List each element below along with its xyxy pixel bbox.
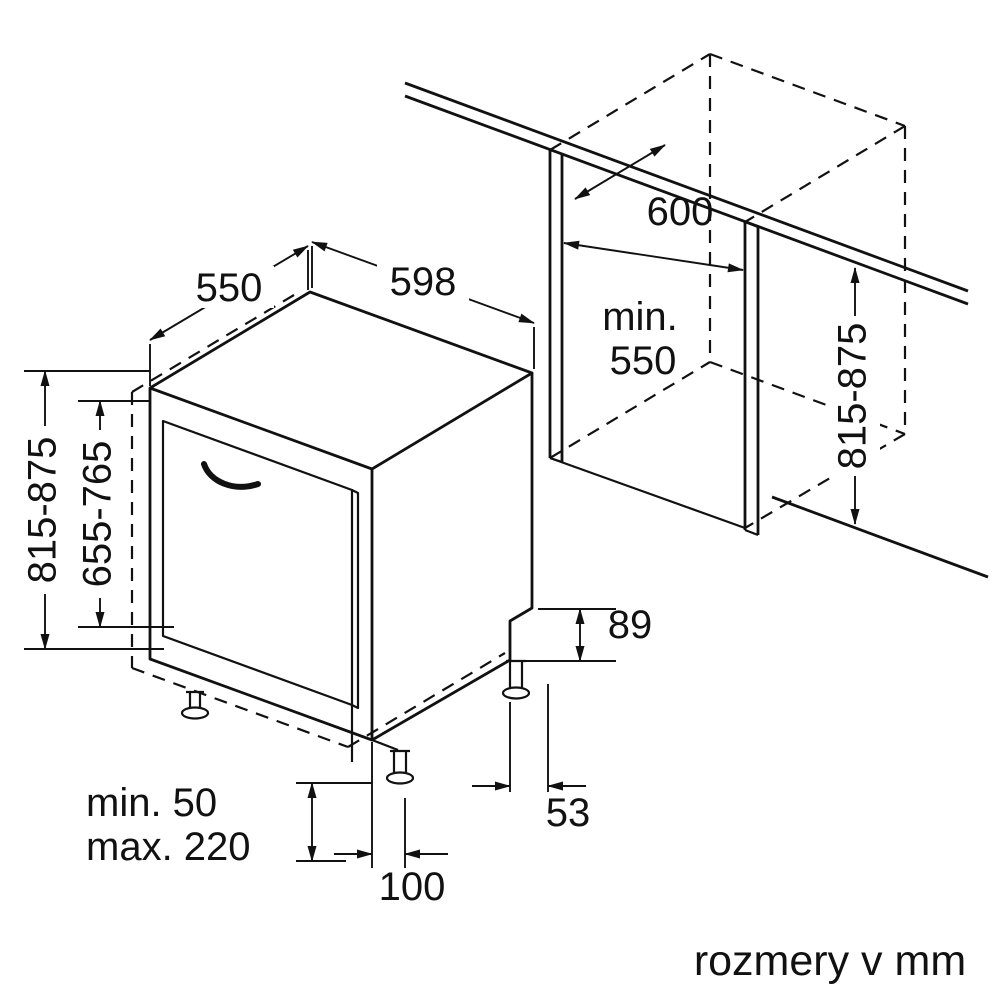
niche-cavity-dashed (549, 52, 907, 529)
dim-niche-width: 600 (563, 190, 744, 273)
dim-front-foot-offset: 100 (334, 742, 448, 909)
adjustable-foot-front-right (385, 749, 415, 785)
dim-label-niche-height: 815-875 (831, 323, 875, 470)
dim-label-niche-width: 600 (647, 190, 714, 234)
dim-plinth-range: min. 50 max. 220 (86, 781, 372, 869)
dim-label-plinth-max: max. 220 (86, 825, 251, 869)
dim-label-front-foot-offset: 100 (379, 865, 446, 909)
dim-niche-depth: min. 550 (574, 144, 678, 383)
adjustable-foot-front-left (180, 690, 210, 720)
floor-line (771, 495, 989, 579)
dim-rear-foot-offset: 53 (472, 684, 590, 835)
dim-label-left-height-outer: 815-875 (21, 437, 65, 584)
dim-label-niche-depth-value: 550 (610, 339, 677, 383)
dim-left-height-door: 655-765 (76, 400, 174, 628)
dim-top-width: 598 (311, 241, 535, 369)
furniture-door-panel (161, 419, 399, 762)
worktop-edge-lines (404, 81, 969, 306)
dim-label-rear-foot-offset: 53 (546, 791, 591, 835)
door-handle (201, 461, 261, 490)
dim-label-niche-depth-min: min. (602, 295, 678, 339)
dim-label-plinth-min: min. 50 (86, 781, 217, 825)
dim-label-top-depth: 550 (196, 266, 263, 310)
units-caption: rozmery v mm (694, 937, 966, 985)
appliance-envelope-dashed (130, 294, 506, 749)
dim-label-left-height-door: 655-765 (76, 441, 120, 588)
niche-side-walls (548, 148, 760, 537)
dim-label-rear-foot-height: 89 (608, 603, 653, 647)
dim-niche-height: 815-875 (830, 267, 880, 525)
dim-top-depth: 550 (149, 245, 309, 386)
dim-left-height-outer: 815-875 (20, 370, 164, 650)
dishwasher-outline (148, 290, 534, 742)
dim-rear-foot-height: 89 (520, 603, 653, 662)
dim-label-top-width: 598 (390, 260, 457, 304)
adjustable-foot-rear (501, 659, 531, 700)
